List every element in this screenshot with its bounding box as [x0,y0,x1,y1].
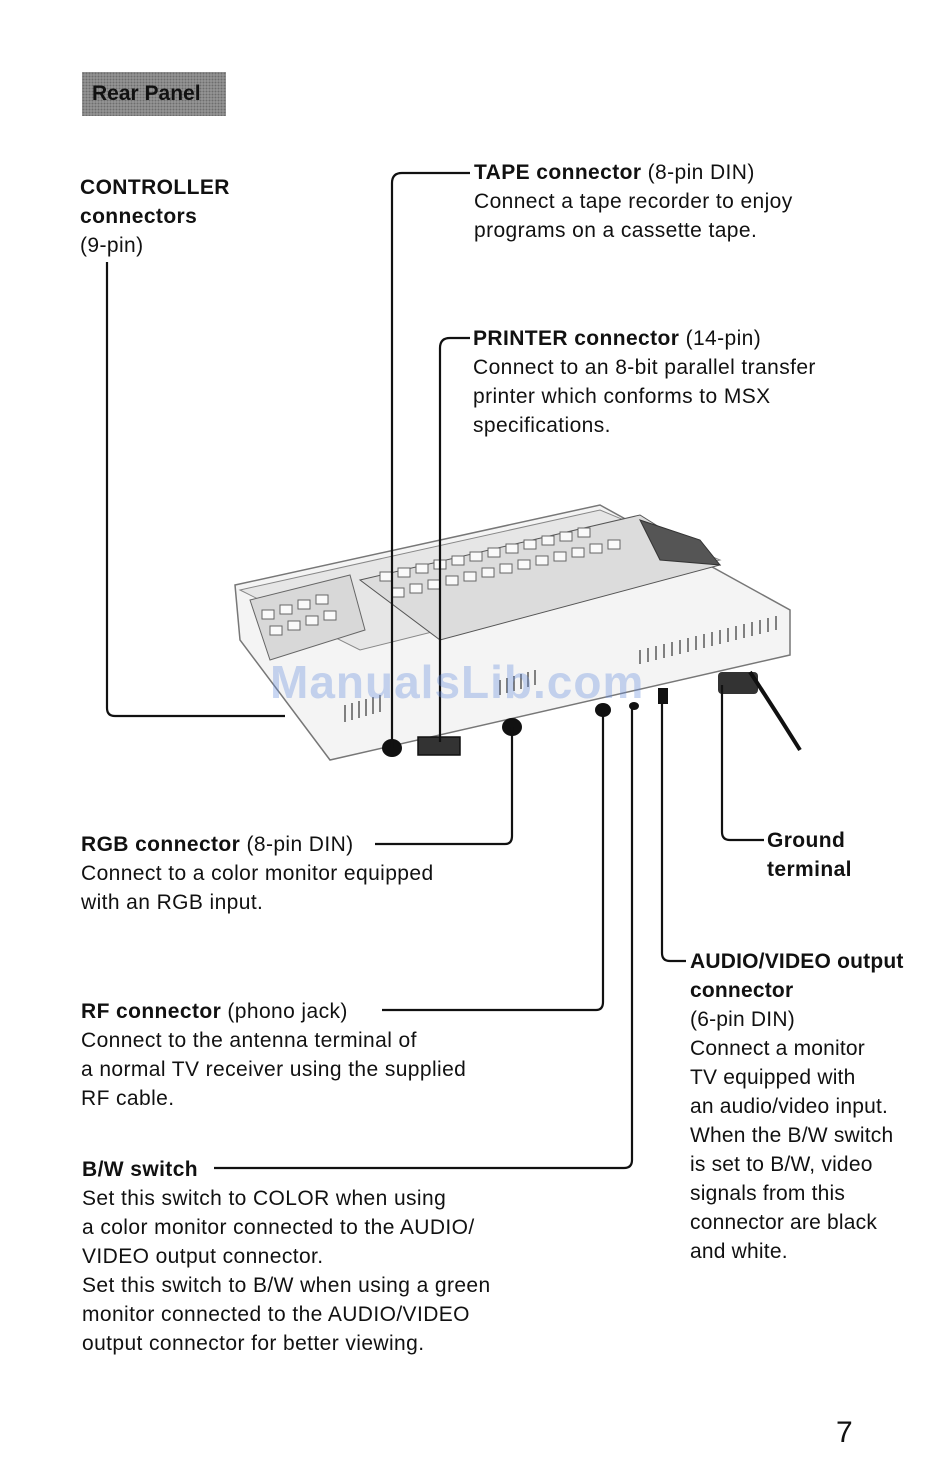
rgb-label: RGB connector (8-pin DIN) Connect to a c… [81,830,434,917]
bw-label: B/W switch Set this switch to COLOR when… [82,1155,491,1358]
bw-desc-line: monitor connected to the AUDIO/VIDEO [82,1303,470,1326]
rgb-desc-line: Connect to a color monitor equipped [81,862,434,885]
tape-desc-line: programs on a cassette tape. [474,219,758,242]
leader-lines [105,171,764,1170]
page-number: 7 [836,1416,853,1449]
section-title: Rear Panel [92,82,201,105]
av-title-2: connector [690,979,794,1002]
bw-desc-line: output connector for better viewing. [82,1332,425,1355]
controller-label: CONTROLLER connectors (9-pin) [80,173,230,260]
bw-desc-line: a color monitor connected to the AUDIO/ [82,1216,475,1239]
av-desc-line: is set to B/W, video [690,1153,873,1176]
printer-label: PRINTER connector (14-pin) Connect to an… [473,324,816,440]
av-desc-line: and white. [690,1240,788,1263]
rf-desc-line: Connect to the antenna terminal of [81,1029,417,1052]
rf-label: RF connector (phono jack) Connect to the… [81,997,466,1113]
rgb-spec: (8-pin DIN) [246,833,354,856]
av-desc-line: connector are black [690,1211,878,1234]
printer-desc-line: Connect to an 8-bit parallel transfer [473,356,816,379]
bw-desc-line: Set this switch to B/W when using a gree… [82,1274,491,1297]
rgb-title: RGB connector [81,833,241,856]
bw-title: B/W switch [82,1158,199,1181]
bw-desc-line: VIDEO output connector. [82,1245,324,1268]
rf-spec: (phono jack) [227,1000,348,1023]
printer-desc-line: printer which conforms to MSX [473,385,771,408]
av-desc-line: an audio/video input. [690,1095,889,1118]
ground-label: Ground terminal [767,826,852,884]
av-desc-line: signals from this [690,1182,846,1205]
av-label: AUDIO/VIDEO output connector (6-pin DIN)… [690,947,904,1266]
watermark-text: ManualsLib.com [270,656,645,708]
tape-spec: (8-pin DIN) [647,161,755,184]
section-header: Rear Panel [82,72,226,116]
tape-title: TAPE connector [474,161,642,184]
bw-desc-line: Set this switch to COLOR when using [82,1187,447,1210]
controller-title-2: connectors [80,205,198,228]
av-title: AUDIO/VIDEO output [690,950,904,973]
av-spec: (6-pin DIN) [690,1008,795,1031]
rgb-desc-line: with an RGB input. [81,891,264,914]
controller-title: CONTROLLER [80,176,230,199]
ground-title-2: terminal [767,858,852,881]
controller-spec: (9-pin) [80,234,144,257]
ground-title: Ground [767,829,846,852]
tape-desc-line: Connect a tape recorder to enjoy [474,190,793,213]
av-desc-line: When the B/W switch [690,1124,894,1147]
rf-desc-line: a normal TV receiver using the supplied [81,1058,467,1081]
rf-desc-line: RF cable. [81,1087,175,1110]
printer-title: PRINTER connector [473,327,680,350]
av-desc-line: TV equipped with [690,1066,856,1089]
computer-drawing [234,504,802,761]
tape-label: TAPE connector (8-pin DIN) Connect a tap… [474,158,793,245]
printer-desc-line: specifications. [473,414,611,437]
av-desc-line: Connect a monitor [690,1037,865,1060]
printer-spec: (14-pin) [685,327,762,350]
rf-title: RF connector [81,1000,222,1023]
